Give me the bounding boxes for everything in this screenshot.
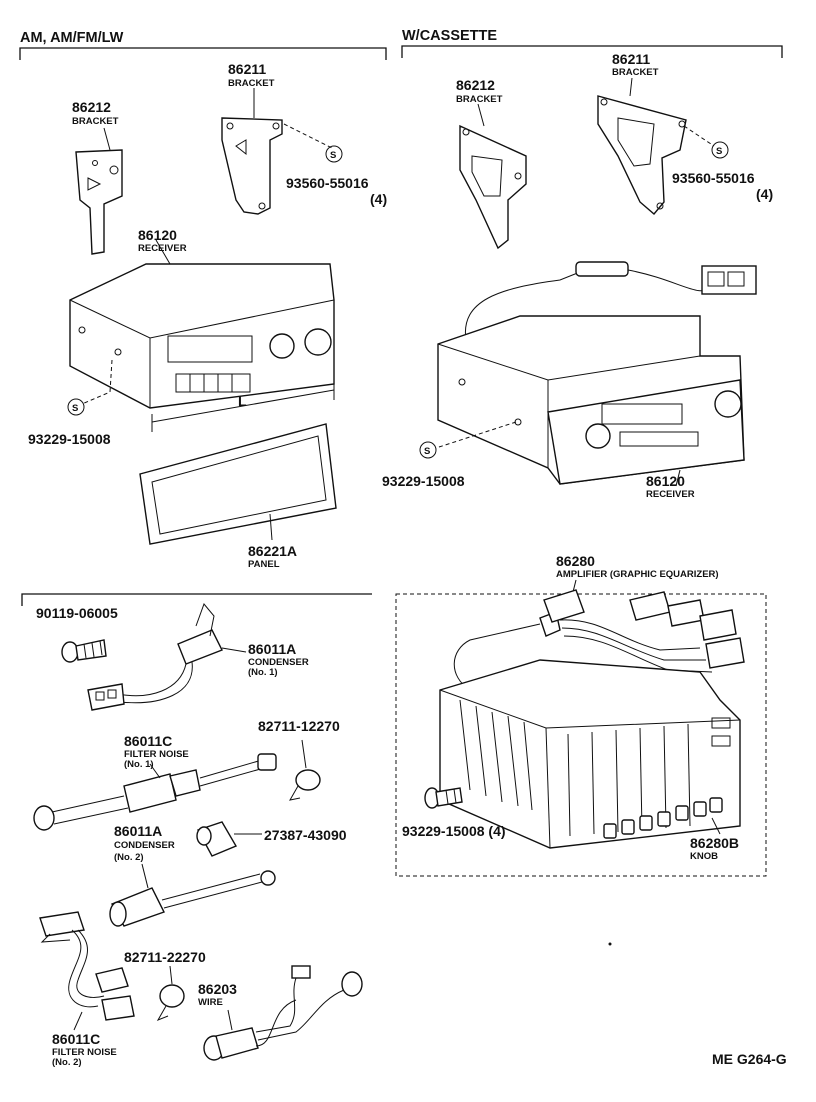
bracket-86211-right-drawing bbox=[597, 77, 687, 215]
part-sub-condenser-no1: (No. 1) bbox=[248, 667, 278, 678]
bolt-90119-drawing bbox=[61, 639, 107, 663]
part-number-86280: 86280 bbox=[556, 553, 595, 569]
leader-93560-right bbox=[683, 125, 715, 147]
bracket-86211-left-drawing bbox=[221, 88, 283, 215]
part-number-86212-left: 86212 bbox=[72, 99, 111, 115]
part-number-82711-12270: 82711-12270 bbox=[258, 718, 340, 734]
part-27387-43090-drawing bbox=[196, 821, 262, 857]
s-symbol-93229-right bbox=[419, 441, 437, 459]
wire-86203-drawing bbox=[203, 965, 363, 1061]
part-sub-filter-noise-no1: (No. 1) bbox=[124, 759, 154, 770]
knob-86280b-drawing bbox=[603, 797, 723, 839]
part-number-86120-right: 86120 bbox=[646, 473, 685, 489]
condenser-no1-drawing bbox=[87, 603, 247, 711]
part-name-receiver-right: RECEIVER bbox=[646, 489, 695, 500]
section-title-left: AM, AM/FM/LW bbox=[20, 30, 124, 46]
quantity-93560-right: (4) bbox=[756, 186, 773, 202]
amplifier-group-box bbox=[395, 593, 767, 877]
clamp-82711-12270-drawing bbox=[289, 739, 321, 801]
part-number-86212-right: 86212 bbox=[456, 77, 495, 93]
part-number-86011c-no2: 86011C bbox=[52, 1031, 100, 1047]
part-number-93229-15008-right: 93229-15008 bbox=[382, 473, 465, 489]
filter-noise-no1-drawing bbox=[33, 753, 277, 831]
part-number-93229-15008-amp: 93229-15008 (4) bbox=[402, 823, 506, 839]
part-sub-condenser-no2: (No. 2) bbox=[114, 852, 144, 863]
leader-93229-left bbox=[81, 359, 113, 405]
part-number-90119-06005: 90119-06005 bbox=[36, 605, 118, 621]
part-number-86120-left: 86120 bbox=[138, 227, 177, 243]
s-symbol-93560-right bbox=[711, 141, 729, 159]
part-name-condenser-no1: CONDENSER bbox=[248, 657, 309, 668]
part-number-86011c-no1: 86011C bbox=[124, 733, 172, 749]
part-name-filter-noise-no1: FILTER NOISE bbox=[124, 749, 189, 760]
part-number-27387-43090: 27387-43090 bbox=[264, 827, 347, 843]
receiver-86120-left-drawing bbox=[69, 239, 335, 409]
amplifier-86280-drawing bbox=[439, 589, 745, 849]
part-name-bracket-86211-right: BRACKET bbox=[612, 67, 659, 78]
part-name-condenser-no2: CONDENSER bbox=[114, 840, 175, 851]
bracket-86212-right-drawing bbox=[459, 103, 527, 250]
part-name-wire: WIRE bbox=[198, 997, 223, 1008]
quantity-93560-left: (4) bbox=[370, 191, 387, 207]
part-number-86203: 86203 bbox=[198, 981, 237, 997]
s-symbol-93560-right-label: S bbox=[716, 146, 722, 157]
part-sub-filter-noise-no2: (No. 2) bbox=[52, 1057, 82, 1068]
s-symbol-93229-left-label: S bbox=[72, 403, 78, 414]
section-bracket-left bbox=[19, 47, 387, 60]
part-number-93560-55016-right: 93560-55016 bbox=[672, 170, 755, 186]
s-symbol-93560-left bbox=[325, 145, 343, 163]
s-symbol-93229-left bbox=[67, 398, 85, 416]
part-number-86280b: 86280B bbox=[690, 835, 739, 851]
part-name-receiver-left: RECEIVER bbox=[138, 243, 187, 254]
part-name-bracket-86211-left: BRACKET bbox=[228, 78, 275, 89]
part-name-panel: PANEL bbox=[248, 559, 280, 570]
part-name-bracket-86212-left: BRACKET bbox=[72, 116, 119, 127]
bracket-86212-left-drawing bbox=[75, 127, 123, 255]
part-name-knob: KNOB bbox=[690, 851, 718, 862]
receiver-86120-right-drawing bbox=[437, 261, 757, 487]
part-number-86011a-no2: 86011A bbox=[114, 823, 162, 839]
dimension-line-l bbox=[151, 389, 335, 423]
part-number-86221a: 86221A bbox=[248, 543, 297, 559]
filter-noise-no2-drawing bbox=[39, 911, 135, 1031]
screw-amp-drawing bbox=[424, 787, 463, 809]
dimension-label-l: L bbox=[238, 393, 247, 409]
clamp-82711-22270-drawing bbox=[156, 965, 185, 1021]
panel-86221a-drawing bbox=[139, 423, 337, 545]
diagram-code: ME G264-G bbox=[712, 1051, 787, 1067]
section-title-right: W/CASSETTE bbox=[402, 28, 497, 44]
part-name-amplifier: AMPLIFIER (GRAPHIC EQUARIZER) bbox=[556, 569, 719, 580]
section-bracket-left-bottom bbox=[21, 593, 372, 606]
part-number-86211-left: 86211 bbox=[228, 61, 266, 77]
s-symbol-93229-right-label: S bbox=[424, 446, 430, 457]
part-name-bracket-86212-right: BRACKET bbox=[456, 94, 503, 105]
s-symbol-93560-left-label: S bbox=[330, 150, 336, 161]
part-name-filter-noise-no2: FILTER NOISE bbox=[52, 1047, 117, 1058]
section-bracket-right bbox=[401, 45, 783, 58]
leader-93560-left bbox=[283, 123, 333, 149]
condenser-no2-drawing bbox=[109, 863, 276, 927]
part-number-86211-right: 86211 bbox=[612, 51, 650, 67]
part-number-93229-15008-left: 93229-15008 bbox=[28, 431, 111, 447]
part-number-82711-22270: 82711-22270 bbox=[124, 949, 206, 965]
part-number-86011a-no1: 86011A bbox=[248, 641, 296, 657]
part-number-93560-55016-left: 93560-55016 bbox=[286, 175, 369, 191]
leader-93229-right bbox=[435, 421, 517, 449]
